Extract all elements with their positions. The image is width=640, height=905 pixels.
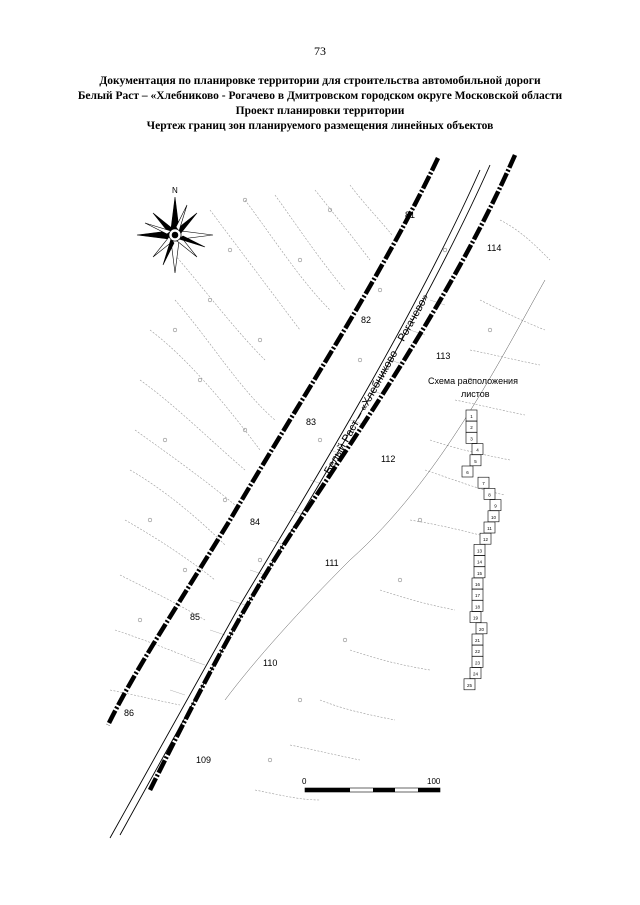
page-number: 73 — [314, 44, 326, 58]
pickets-left: 81 82 83 84 85 86 — [124, 210, 415, 718]
sheet-scheme-title-2: листов — [461, 389, 490, 399]
picket-label: 112 — [381, 454, 395, 464]
placement-zone-boundaries — [105, 154, 518, 792]
sheet-number: 9 — [494, 504, 497, 509]
picket-label: 85 — [190, 612, 200, 622]
sheet-number: 7 — [482, 481, 485, 486]
sheet-number: 2 — [470, 425, 473, 430]
picket-label: 110 — [263, 658, 277, 668]
picket-label: 81 — [405, 210, 415, 220]
sheet-number: 17 — [475, 593, 481, 598]
sheet-number: 15 — [477, 571, 483, 576]
sheet-number: 25 — [467, 683, 473, 688]
right-boundary-line — [147, 154, 518, 792]
sheet-number: 14 — [477, 560, 483, 565]
sheet-box — [483, 488, 496, 500]
road-carriageway — [109, 164, 491, 839]
sheet-number: 3 — [470, 436, 473, 441]
scale-start-label: 0 — [302, 777, 307, 786]
sheet-number: 4 — [476, 448, 479, 453]
sheet-box — [477, 476, 490, 489]
sheet-number: 22 — [475, 649, 481, 654]
picket-label: 109 — [196, 755, 211, 765]
sheet-number: 23 — [475, 660, 481, 665]
compass-rose: N — [136, 186, 214, 274]
picket-label: 83 — [306, 417, 316, 427]
scale-end-label: 100 — [427, 777, 441, 786]
sheet-box — [479, 532, 492, 545]
sheet-number: 10 — [491, 515, 497, 520]
sheet-layout-scheme: Схема расположения листов 12345678910111… — [428, 376, 518, 691]
compass-north-label: N — [172, 186, 178, 195]
sheet-number: 24 — [473, 672, 479, 677]
north-arrow-icon — [136, 196, 214, 274]
sheet-box — [469, 454, 482, 467]
sheet-box — [469, 611, 482, 623]
pickets-right: 114 113 112 111 110 109 — [196, 243, 501, 765]
header-line-2: Белый Раст – «Хлебниково - Рогачево в Дм… — [77, 90, 563, 102]
road-name-label: Белый Раст – «Хлебниково – Рогачево» — [322, 292, 432, 476]
sheet-number: 18 — [475, 604, 481, 609]
sheet-box — [461, 465, 474, 478]
picket-label: 82 — [361, 315, 371, 325]
picket-label: 111 — [325, 558, 339, 568]
picket-label: 86 — [124, 708, 134, 718]
sheet-number: 11 — [487, 526, 492, 531]
document-header: Документация по планировке территории дл… — [40, 74, 600, 134]
sheet-number: 6 — [466, 470, 469, 475]
sheet-number: 13 — [477, 548, 483, 553]
sheet-box — [469, 667, 482, 679]
sheet-number: 19 — [473, 616, 479, 621]
left-boundary-line — [105, 157, 441, 726]
picket-label: 84 — [250, 517, 260, 527]
sheet-grid: 1234567891011121314151617181920212223242… — [461, 409, 502, 691]
header-line-3: Проект планировки территории — [235, 105, 405, 117]
header-line-4: Чертеж границ зон планируемого размещени… — [146, 120, 494, 132]
sheet-box — [465, 432, 478, 444]
sheet-number: 20 — [479, 627, 485, 632]
elevation-points — [137, 197, 493, 763]
territory-edge-line — [224, 279, 546, 701]
sheet-number: 21 — [475, 638, 481, 643]
picket-label: 113 — [436, 351, 450, 361]
picket-label: 114 — [487, 243, 501, 253]
sheet-scheme-title-1: Схема расположения — [428, 376, 518, 386]
sheet-number: 1 — [470, 414, 473, 419]
scale-bar: 0 100 — [302, 777, 441, 793]
sheet-number: 16 — [475, 582, 481, 587]
header-line-1: Документация по планировке территории дл… — [99, 75, 541, 87]
sheet-number: 5 — [474, 459, 477, 464]
sheet-box — [463, 678, 476, 691]
sheet-number: 12 — [483, 537, 489, 542]
sheet-number: 8 — [488, 492, 491, 497]
